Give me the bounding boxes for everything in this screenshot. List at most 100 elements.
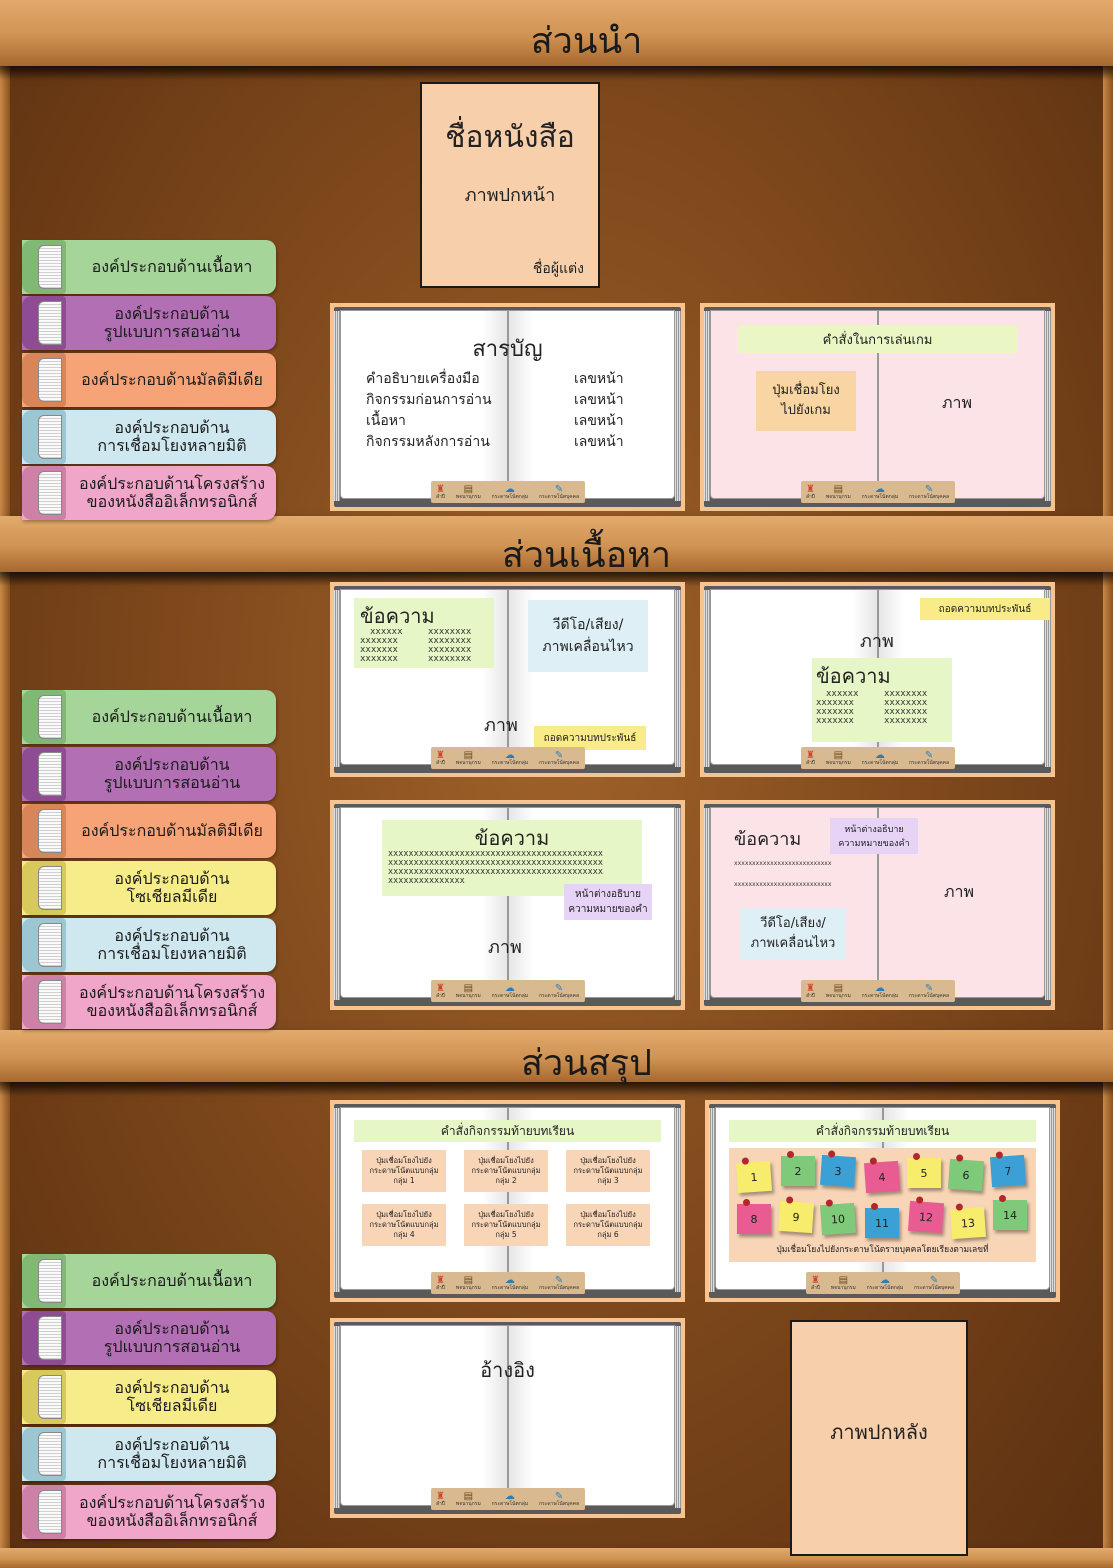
tab-label: องค์ประกอบด้านเนื้อหา (91, 1270, 253, 1290)
tab-multimedia-2[interactable]: องค์ประกอบด้านมัลติมีเดีย (22, 804, 276, 858)
nav-group-notes[interactable]: ☁กระดาษโน้ตกลุ่ม (866, 1274, 904, 1291)
personal-note-14[interactable]: 14 (993, 1195, 1027, 1230)
tab-linking-1[interactable]: องค์ประกอบด้าน การเชื่อมโยงหลายมิติ (22, 410, 276, 464)
nav-dictionary[interactable]: ▤พจนานุกรม (825, 483, 851, 500)
personal-note-5[interactable]: 5 (907, 1153, 941, 1188)
toc-item[interactable]: เนื้อหา (366, 413, 406, 429)
transcript-button[interactable]: ถอดความบทประพันธ์ (920, 598, 1050, 620)
nav-home[interactable]: ♜ลำปี (805, 749, 815, 766)
nav-personal-notes[interactable]: ✎กระดาษโน้ตบุคคล (909, 982, 950, 999)
personal-note-12[interactable]: 12 (907, 1196, 945, 1234)
tab-content-2[interactable]: องค์ประกอบด้านเนื้อหา (22, 690, 276, 744)
image-placeholder: ภาพ (488, 937, 522, 958)
nav-group-notes[interactable]: ☁กระดาษโน้ตกลุ่ม (491, 483, 529, 500)
tab-social-2[interactable]: องค์ประกอบด้าน โซเชียลมีเดีย (22, 861, 276, 915)
group-notes-button-4[interactable]: ปุ่มเชื่อมโยงไปยัง กระดาษโน้ตแบบกลุ่ม กล… (362, 1204, 446, 1246)
nav-personal-notes[interactable]: ✎กระดาษโน้ตบุคคล (914, 1274, 955, 1291)
personal-note-2[interactable]: 2 (781, 1151, 815, 1186)
tab-teaching-2[interactable]: องค์ประกอบด้าน รูปแบบการสอนอ่าน (22, 747, 276, 801)
nav-personal-notes[interactable]: ✎กระดาษโน้ตบุคคล (539, 1274, 580, 1291)
media-block[interactable]: วีดีโอ/เสียง/ ภาพเคลื่อนไหว (740, 908, 846, 960)
nav-group-notes[interactable]: ☁กระดาษโน้ตกลุ่ม (491, 749, 529, 766)
tab-multimedia-1[interactable]: องค์ประกอบด้านมัลติมีเดีย (22, 353, 276, 407)
nav-dictionary[interactable]: ▤พจนานุกรม (455, 1490, 481, 1507)
nav-group-notes[interactable]: ☁กระดาษโน้ตกลุ่ม (861, 749, 899, 766)
note-number: 4 (878, 1170, 886, 1184)
nav-dictionary[interactable]: ▤พจนานุกรม (455, 749, 481, 766)
toc-item[interactable]: กิจกรรมก่อนการอ่าน (366, 392, 492, 408)
nav-home[interactable]: ♜ลำปี (435, 982, 445, 999)
nav-group-notes[interactable]: ☁กระดาษโน้ตกลุ่ม (491, 1274, 529, 1291)
tab-teaching-3[interactable]: องค์ประกอบด้าน รูปแบบการสอนอ่าน (22, 1311, 276, 1365)
tab-label: องค์ประกอบด้านมัลติมีเดีย (81, 369, 263, 389)
media-block[interactable]: วีดีโอ/เสียง/ ภาพเคลื่อนไหว (528, 600, 648, 672)
nav-home[interactable]: ♜ลำปี (810, 1274, 820, 1291)
toc-item[interactable]: กิจกรรมหลังการอ่าน (366, 434, 490, 450)
note-number: 7 (1004, 1164, 1012, 1178)
personal-note-9[interactable]: 9 (777, 1196, 815, 1234)
nav-dictionary[interactable]: ▤พจนานุกรม (825, 749, 851, 766)
tab-label: องค์ประกอบด้าน การเชื่อมโยงหลายมิติ (97, 417, 247, 455)
group-notes-button-2[interactable]: ปุ่มเชื่อมโยงไปยัง กระดาษโน้ตแบบกลุ่ม กล… (464, 1150, 548, 1192)
group-notes-button-6[interactable]: ปุ่มเชื่อมโยงไปยัง กระดาษโน้ตแบบกลุ่ม กล… (566, 1204, 650, 1246)
tab-content-1[interactable]: องค์ประกอบด้านเนื้อหา (22, 240, 276, 294)
nav-home[interactable]: ♜ลำปี (435, 483, 445, 500)
nav-home[interactable]: ♜ลำปี (805, 982, 815, 999)
personal-note-10[interactable]: 10 (819, 1199, 857, 1236)
note-number: 1 (750, 1170, 758, 1184)
back-cover[interactable]: ภาพปกหลัง (790, 1320, 968, 1556)
tab-structure-1[interactable]: องค์ประกอบด้านโครงสร้าง ของหนังสืออิเล็ก… (22, 466, 276, 520)
group-notes-button-5[interactable]: ปุ่มเชื่อมโยงไปยัง กระดาษโน้ตแบบกลุ่ม กล… (464, 1204, 548, 1246)
nav-personal-notes[interactable]: ✎กระดาษโน้ตบุคคล (539, 982, 580, 999)
personal-note-3[interactable]: 3 (819, 1150, 857, 1188)
nav-personal-notes[interactable]: ✎กระดาษโน้ตบุคคล (909, 749, 950, 766)
nav-dictionary[interactable]: ▤พจนานุกรม (830, 1274, 856, 1291)
tab-structure-2[interactable]: องค์ประกอบด้านโครงสร้าง ของหนังสืออิเล็ก… (22, 975, 276, 1029)
personal-note-8[interactable]: 8 (737, 1199, 771, 1234)
group-notes-button-3[interactable]: ปุ่มเชื่อมโยงไปยัง กระดาษโน้ตแบบกลุ่ม กล… (566, 1150, 650, 1192)
nav-home[interactable]: ♜ลำปี (805, 483, 815, 500)
transcript-button[interactable]: ถอดความบทประพันธ์ (534, 726, 646, 750)
nav-group-notes[interactable]: ☁กระดาษโน้ตกลุ่ม (491, 1490, 529, 1507)
pin-icon (955, 1203, 964, 1211)
nav-bar: ♜ลำปี ▤พจนานุกรม ☁กระดาษโน้ตกลุ่ม ✎กระดา… (430, 481, 585, 503)
nav-personal-notes[interactable]: ✎กระดาษโน้ตบุคคล (909, 483, 950, 500)
nav-bar: ♜ลำปี ▤พจนานุกรม ☁กระดาษโน้ตกลุ่ม ✎กระดา… (800, 481, 955, 503)
personal-note-7[interactable]: 7 (989, 1151, 1027, 1188)
nav-dictionary[interactable]: ▤พจนานุกรม (455, 483, 481, 500)
personal-note-13[interactable]: 13 (949, 1203, 987, 1240)
tab-linking-2[interactable]: องค์ประกอบด้าน การเชื่อมโยงหลายมิติ (22, 918, 276, 972)
personal-note-1[interactable]: 1 (735, 1157, 773, 1194)
personal-note-11[interactable]: 11 (865, 1203, 899, 1238)
toc-item[interactable]: คำอธิบายเครื่องมือ (366, 371, 480, 387)
front-cover[interactable]: ชื่อหนังสือ ภาพปกหน้า ชื่อผู้แต่ง (420, 82, 600, 288)
group-notes-button-1[interactable]: ปุ่มเชื่อมโยงไปยัง กระดาษโน้ตแบบกลุ่ม กล… (362, 1150, 446, 1192)
glossary-window[interactable]: หน้าต่างอธิบาย ความหมายของคำ (564, 884, 652, 920)
glossary-window[interactable]: หน้าต่างอธิบาย ความหมายของคำ (830, 818, 918, 854)
nav-personal-notes[interactable]: ✎กระดาษโน้ตบุคคล (539, 749, 580, 766)
nav-home[interactable]: ♜ลำปี (435, 749, 445, 766)
nav-dictionary[interactable]: ▤พจนานุกรม (455, 1274, 481, 1291)
nav-group-notes[interactable]: ☁กระดาษโน้ตกลุ่ม (861, 982, 899, 999)
tab-content-3[interactable]: องค์ประกอบด้านเนื้อหา (22, 1254, 276, 1308)
section-title-intro: ส่วนนำ (530, 21, 643, 62)
nav-group-notes[interactable]: ☁กระดาษโน้ตกลุ่ม (861, 483, 899, 500)
nav-home[interactable]: ♜ลำปี (435, 1490, 445, 1507)
nav-personal-notes[interactable]: ✎กระดาษโน้ตบุคคล (539, 483, 580, 500)
nav-personal-notes[interactable]: ✎กระดาษโน้ตบุคคล (539, 1490, 580, 1507)
tab-linking-3[interactable]: องค์ประกอบด้าน การเชื่อมโยงหลายมิติ (22, 1427, 276, 1481)
personal-note-4[interactable]: 4 (863, 1157, 901, 1194)
nav-group-notes[interactable]: ☁กระดาษโน้ตกลุ่ม (491, 982, 529, 999)
tab-social-3[interactable]: องค์ประกอบด้าน โซเชียลมีเดีย (22, 1370, 276, 1424)
personal-note-6[interactable]: 6 (947, 1154, 985, 1192)
nav-home[interactable]: ♜ลำปี (435, 1274, 445, 1291)
game-link-button[interactable]: ปุ่มเชื่อมโยง ไปยังเกม (756, 371, 856, 431)
tab-label: องค์ประกอบด้าน การเชื่อมโยงหลายมิติ (97, 925, 247, 963)
toc-page-number: เลขหน้า (574, 392, 624, 408)
nav-dictionary[interactable]: ▤พจนานุกรม (455, 982, 481, 999)
nav-dictionary[interactable]: ▤พจนานุกรม (825, 982, 851, 999)
tab-teaching-1[interactable]: องค์ประกอบด้าน รูปแบบการสอนอ่าน (22, 296, 276, 350)
tab-structure-3[interactable]: องค์ประกอบด้านโครงสร้าง ของหนังสืออิเล็ก… (22, 1485, 276, 1539)
text-label: ข้อความ (816, 664, 891, 688)
